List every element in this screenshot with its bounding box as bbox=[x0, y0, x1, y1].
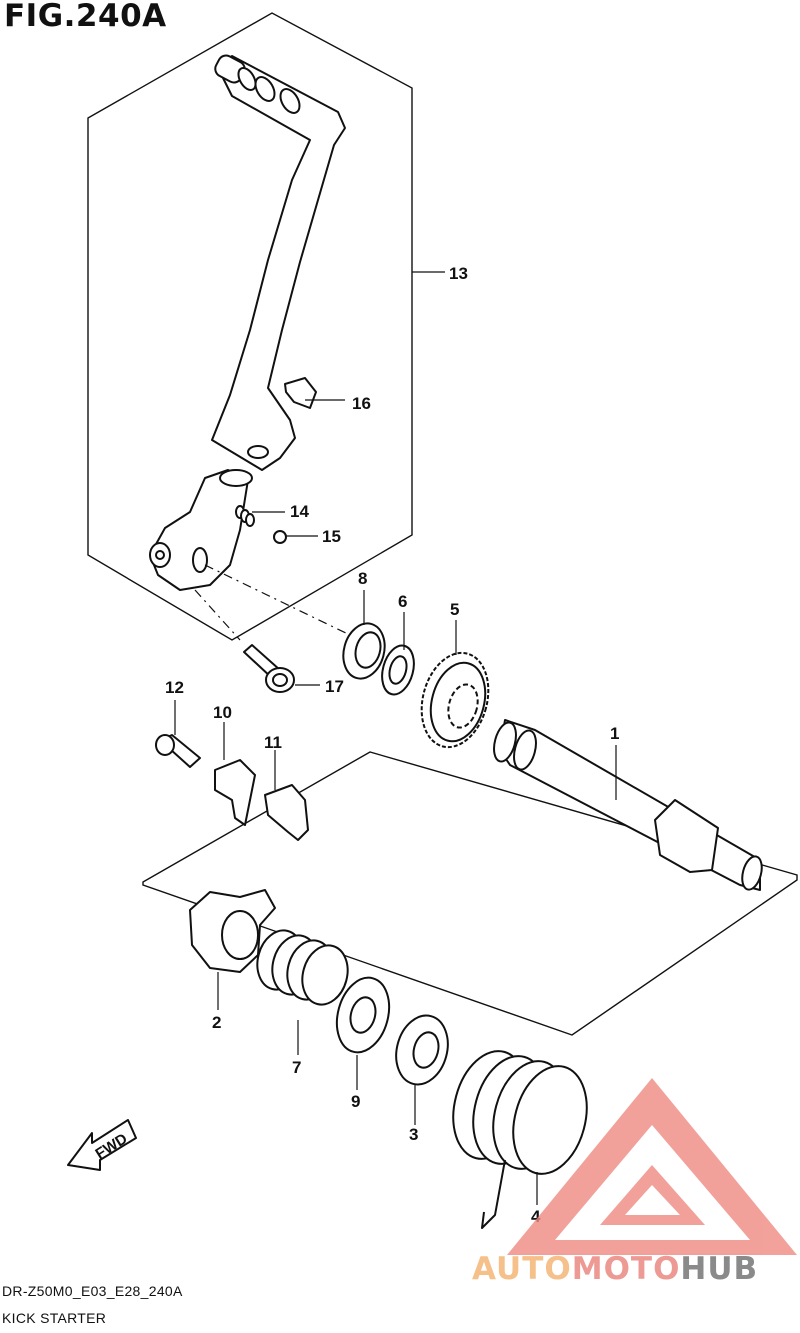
watermark-moto: MOTO bbox=[571, 1251, 681, 1287]
watermark-auto: AUTO bbox=[472, 1251, 572, 1287]
kick-spring-4 bbox=[452, 1050, 588, 1229]
callout-10: 10 bbox=[213, 703, 232, 722]
forward-direction-arrow: FWD bbox=[67, 1119, 137, 1171]
callout-17: 17 bbox=[325, 677, 344, 696]
centerline bbox=[204, 564, 351, 636]
clip-16 bbox=[284, 377, 317, 409]
spring-14 bbox=[235, 505, 255, 527]
callout-4: 4 bbox=[531, 1207, 541, 1226]
callout-13: 13 bbox=[449, 264, 468, 283]
washer-6 bbox=[381, 644, 415, 696]
spring-7 bbox=[256, 929, 349, 1006]
kick-shaft-1 bbox=[493, 719, 763, 891]
figure-code: DR-Z50M0_E03_E28_240A bbox=[2, 1283, 183, 1299]
oil-seal-8 bbox=[342, 622, 386, 680]
circlip-3 bbox=[395, 1014, 449, 1086]
kick-lever-assembly-box bbox=[87, 12, 413, 641]
centerline-bolt bbox=[194, 589, 241, 641]
washer-9 bbox=[335, 976, 391, 1054]
callout-2: 2 bbox=[212, 1013, 221, 1032]
kick-gear-5 bbox=[420, 651, 490, 749]
ball-15 bbox=[273, 530, 287, 544]
bolt-17 bbox=[243, 644, 295, 693]
kick-shaft-assembly-box bbox=[142, 751, 798, 1036]
callout-14: 14 bbox=[290, 502, 309, 521]
callout-3: 3 bbox=[409, 1125, 418, 1144]
kick-drive-gear-2 bbox=[189, 889, 276, 973]
watermark-brand: AUTOMOTOHUB bbox=[472, 1251, 758, 1287]
callout-labels: 1 2 3 4 5 6 7 8 9 10 11 12 13 14 15 16 1… bbox=[165, 264, 619, 1226]
callout-12: 12 bbox=[165, 678, 184, 697]
callout-6: 6 bbox=[398, 592, 407, 611]
guide-11 bbox=[264, 784, 309, 841]
callout-11: 11 bbox=[264, 733, 282, 752]
callout-9: 9 bbox=[351, 1092, 360, 1111]
callout-8: 8 bbox=[358, 569, 367, 588]
figure-name: KICK STARTER bbox=[2, 1310, 107, 1326]
callout-16: 16 bbox=[352, 394, 371, 413]
callout-7: 7 bbox=[292, 1058, 301, 1077]
kick-lever-part bbox=[149, 54, 346, 591]
guide-10 bbox=[214, 759, 256, 826]
watermark-hub: HUB bbox=[680, 1251, 759, 1287]
callout-5: 5 bbox=[450, 600, 459, 619]
watermark-logo bbox=[507, 1078, 797, 1255]
callout-15: 15 bbox=[322, 527, 341, 546]
bolt-12 bbox=[155, 734, 201, 768]
figure-title: FIG.240A bbox=[4, 0, 167, 34]
callout-1: 1 bbox=[610, 724, 619, 743]
leader-lines bbox=[174, 271, 617, 1205]
